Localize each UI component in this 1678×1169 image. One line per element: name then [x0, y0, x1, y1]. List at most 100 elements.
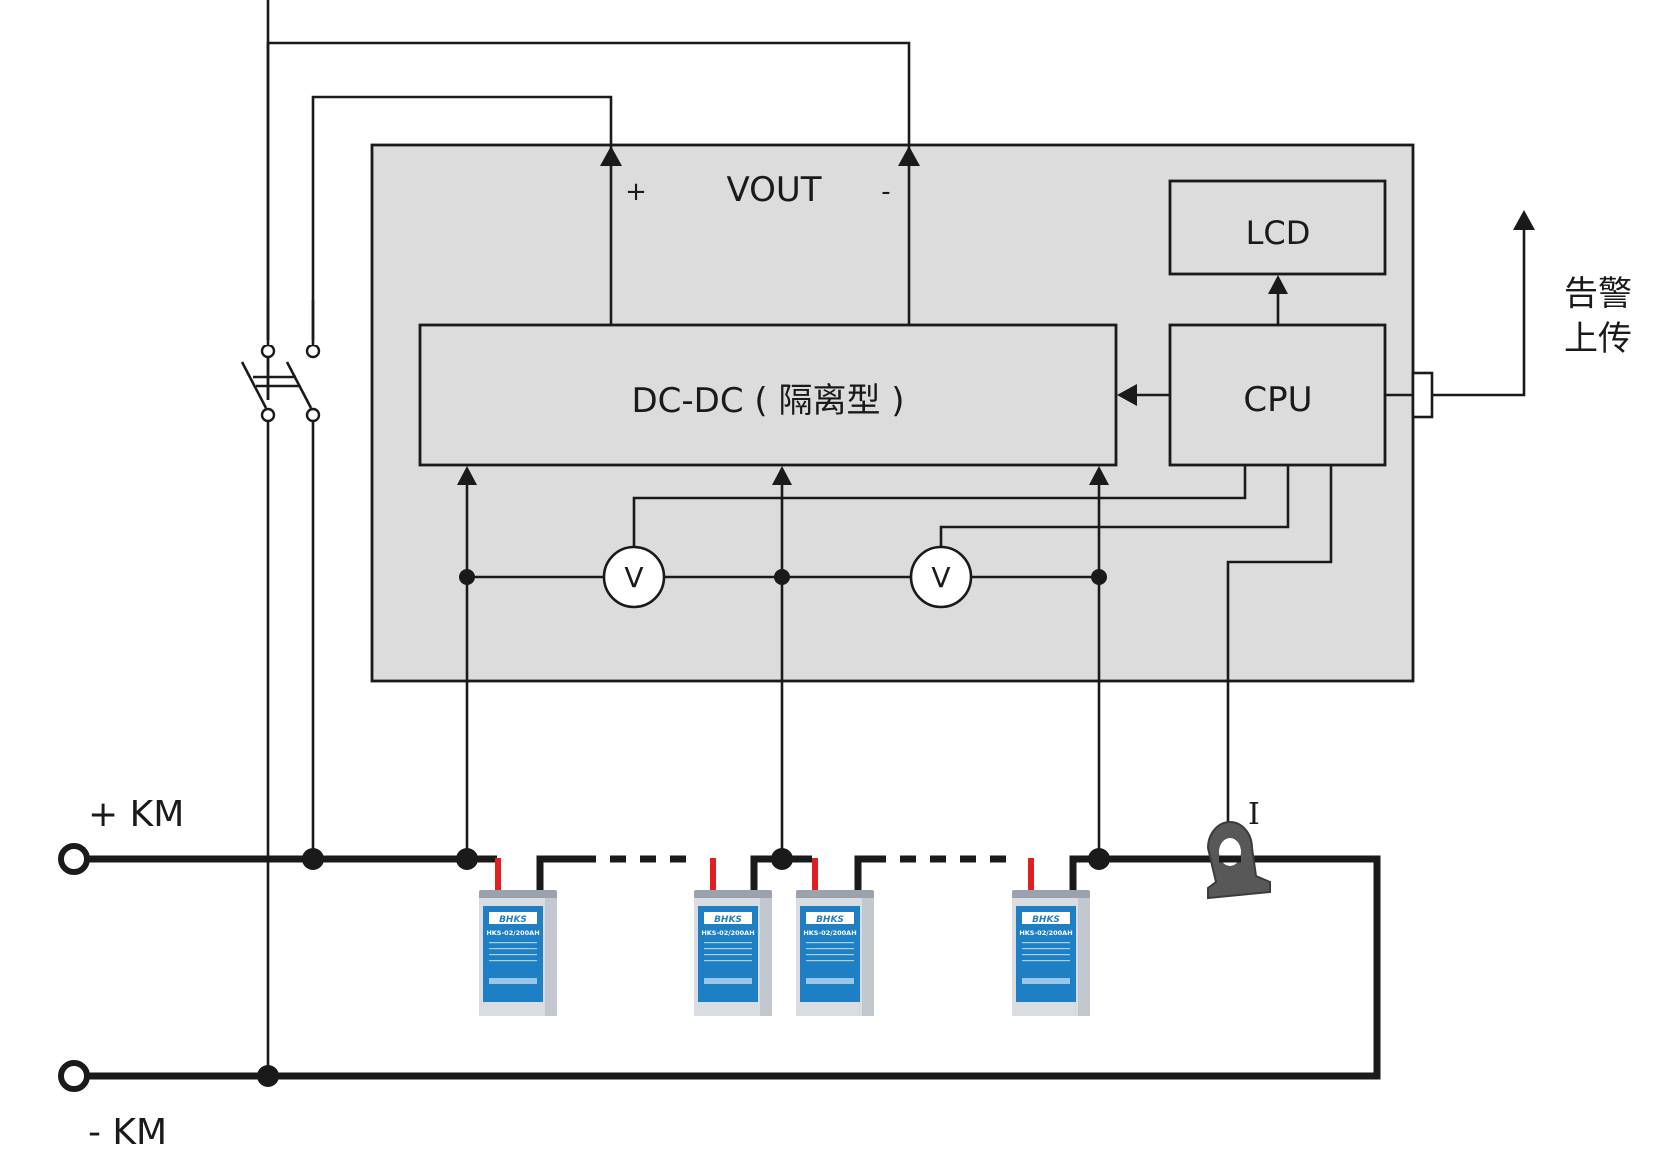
voltmeter-2: V [909, 545, 973, 609]
cpu-to-current-sensor-line [1226, 465, 1333, 835]
battery-lid [694, 890, 772, 900]
alarm-output-line [1432, 228, 1526, 397]
battery-spec-line [489, 954, 537, 956]
negative-terminal-label: - KM [88, 1112, 167, 1153]
tap-2-arrow-icon [772, 466, 792, 485]
tap-1-arrow-icon [457, 466, 477, 485]
battery-lid [1012, 890, 1090, 900]
negative-terminal [58, 1060, 90, 1092]
battery-brand-plate [1022, 912, 1070, 924]
vout-label: VOUT [726, 170, 821, 210]
battery-spec-line [704, 954, 752, 956]
vout-plus-arrow-icon [600, 146, 622, 166]
battery-model: HKS-02/200AH [803, 929, 856, 937]
dcdc-block [418, 323, 1118, 467]
battery-1-neg-lead [536, 855, 580, 890]
battery-side-shade [862, 898, 874, 1016]
cpu-label: CPU [1243, 380, 1312, 420]
junction-dot [456, 848, 478, 870]
junction-dot [257, 1065, 279, 1087]
battery-spec-line [704, 942, 752, 944]
current-sensor: I [1206, 797, 1271, 900]
vout-plus-sign: + [625, 177, 647, 207]
battery-cert-marks [489, 978, 537, 984]
switch-contact [260, 343, 276, 359]
battery-positive-lead [495, 858, 501, 892]
battery-spec-line [806, 954, 854, 956]
battery-spec-line [1022, 954, 1070, 956]
output-connector [1411, 371, 1434, 419]
battery: BHKS HKS-02/200AH [796, 858, 874, 1016]
battery-spec-line [489, 942, 537, 944]
alarm-arrow-icon [1513, 210, 1535, 230]
positive-terminal-label: + KM [88, 794, 184, 835]
switch-contact [260, 407, 276, 423]
battery-cert-marks [806, 978, 854, 984]
battery-model: HKS-02/200AH [486, 929, 539, 937]
junction-dot [302, 848, 324, 870]
battery-positive-lead [1028, 858, 1034, 892]
voltmeter-1: V [602, 545, 666, 609]
voltmeter-2-circle [909, 545, 973, 609]
junction-dot [1088, 848, 1110, 870]
battery-brand-plate [489, 912, 537, 924]
switch-contact [305, 343, 321, 359]
positive-terminal [58, 843, 90, 875]
cpu-to-dcdc-arrow-icon [1117, 384, 1137, 406]
cpu-to-voltmeter-2-line [939, 465, 1290, 547]
battery: BHKS HKS-02/200AH [694, 858, 772, 1016]
double-pole-switch [240, 0, 321, 423]
cpu-to-lcd-arrow-icon [1268, 275, 1288, 294]
battery-cert-marks [704, 978, 752, 984]
battery-cert-marks [1022, 978, 1070, 984]
battery-model: HKS-02/200AH [701, 929, 754, 937]
battery-brand: BHKS [499, 915, 527, 925]
battery-model: HKS-02/200AH [1019, 929, 1072, 937]
battery-spec-line [806, 960, 854, 962]
battery-spec-line [1022, 960, 1070, 962]
switch-blade [240, 361, 268, 409]
battery-brand-plate [806, 912, 854, 924]
junction-dot [459, 569, 475, 585]
battery-brand: BHKS [1032, 915, 1060, 925]
battery-spec-line [489, 960, 537, 962]
battery-side-shade [760, 898, 772, 1016]
vout-minus-arrow-icon [898, 146, 920, 166]
junction-dot [771, 848, 793, 870]
tap-3-arrow-icon [1089, 466, 1109, 485]
battery-spec-line [704, 960, 752, 962]
battery-4-neg-lead [1069, 855, 1090, 890]
battery-side-shade [1078, 898, 1090, 1016]
battery-spec-line [489, 948, 537, 950]
alarm-label-line2: 上传 [1564, 319, 1632, 359]
cpu-to-voltmeter-1-line [632, 465, 1247, 547]
battery-brand-plate [704, 912, 752, 924]
junction-dot [774, 569, 790, 585]
battery-lid [479, 890, 557, 900]
battery-3-neg-lead [854, 855, 870, 890]
battery-side-shade [545, 898, 557, 1016]
dcdc-label: DC-DC ( 隔离型 ) [631, 381, 904, 421]
switch-contact [305, 407, 321, 423]
voltmeter-1-circle [602, 545, 666, 609]
vout-minus-sign: - [881, 177, 890, 207]
battery-group: BHKS HKS-02/200AH BHKS HKS-02/200AH BHKS HKS-… [479, 858, 1090, 1016]
battery-spec-line [806, 942, 854, 944]
alarm-label-line1: 告警 [1564, 274, 1632, 314]
voltmeter-1-label: V [624, 561, 643, 594]
battery: BHKS HKS-02/200AH [479, 858, 557, 1016]
lcd-block [1168, 179, 1387, 276]
battery: BHKS HKS-02/200AH [1012, 858, 1090, 1016]
junction-dot [1091, 569, 1107, 585]
current-sensor-label: I [1248, 797, 1260, 832]
battery-brand: BHKS [714, 915, 742, 925]
voltmeter-2-label: V [931, 561, 950, 594]
lcd-label: LCD [1246, 214, 1311, 252]
battery-spec-line [1022, 942, 1070, 944]
battery-positive-lead [710, 858, 716, 892]
battery-positive-lead [812, 858, 818, 892]
battery-lid [796, 890, 874, 900]
battery-brand: BHKS [816, 915, 844, 925]
battery-spec-line [1022, 948, 1070, 950]
